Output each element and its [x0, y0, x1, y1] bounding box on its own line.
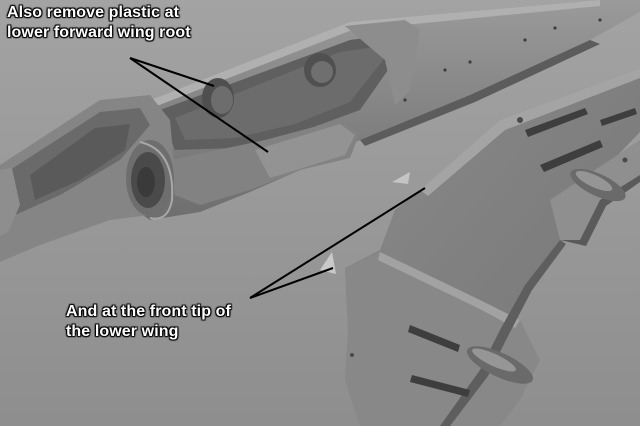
annotation-wing-tip: And at the front tip of the lower wing [66, 302, 231, 342]
annotation-wing-tip-line1: And at the front tip of [66, 303, 231, 320]
wing-part [320, 68, 640, 426]
leader-lines [129, 57, 426, 299]
nose-section [0, 95, 175, 262]
annotation-wing-tip-line2: the lower wing [66, 323, 179, 340]
annotation-wing-root: Also remove plastic at lower forward win… [7, 3, 191, 43]
annotation-wing-root-line2: lower forward wing root [7, 24, 191, 41]
annotation-wing-root-line1: Also remove plastic at [7, 4, 180, 21]
